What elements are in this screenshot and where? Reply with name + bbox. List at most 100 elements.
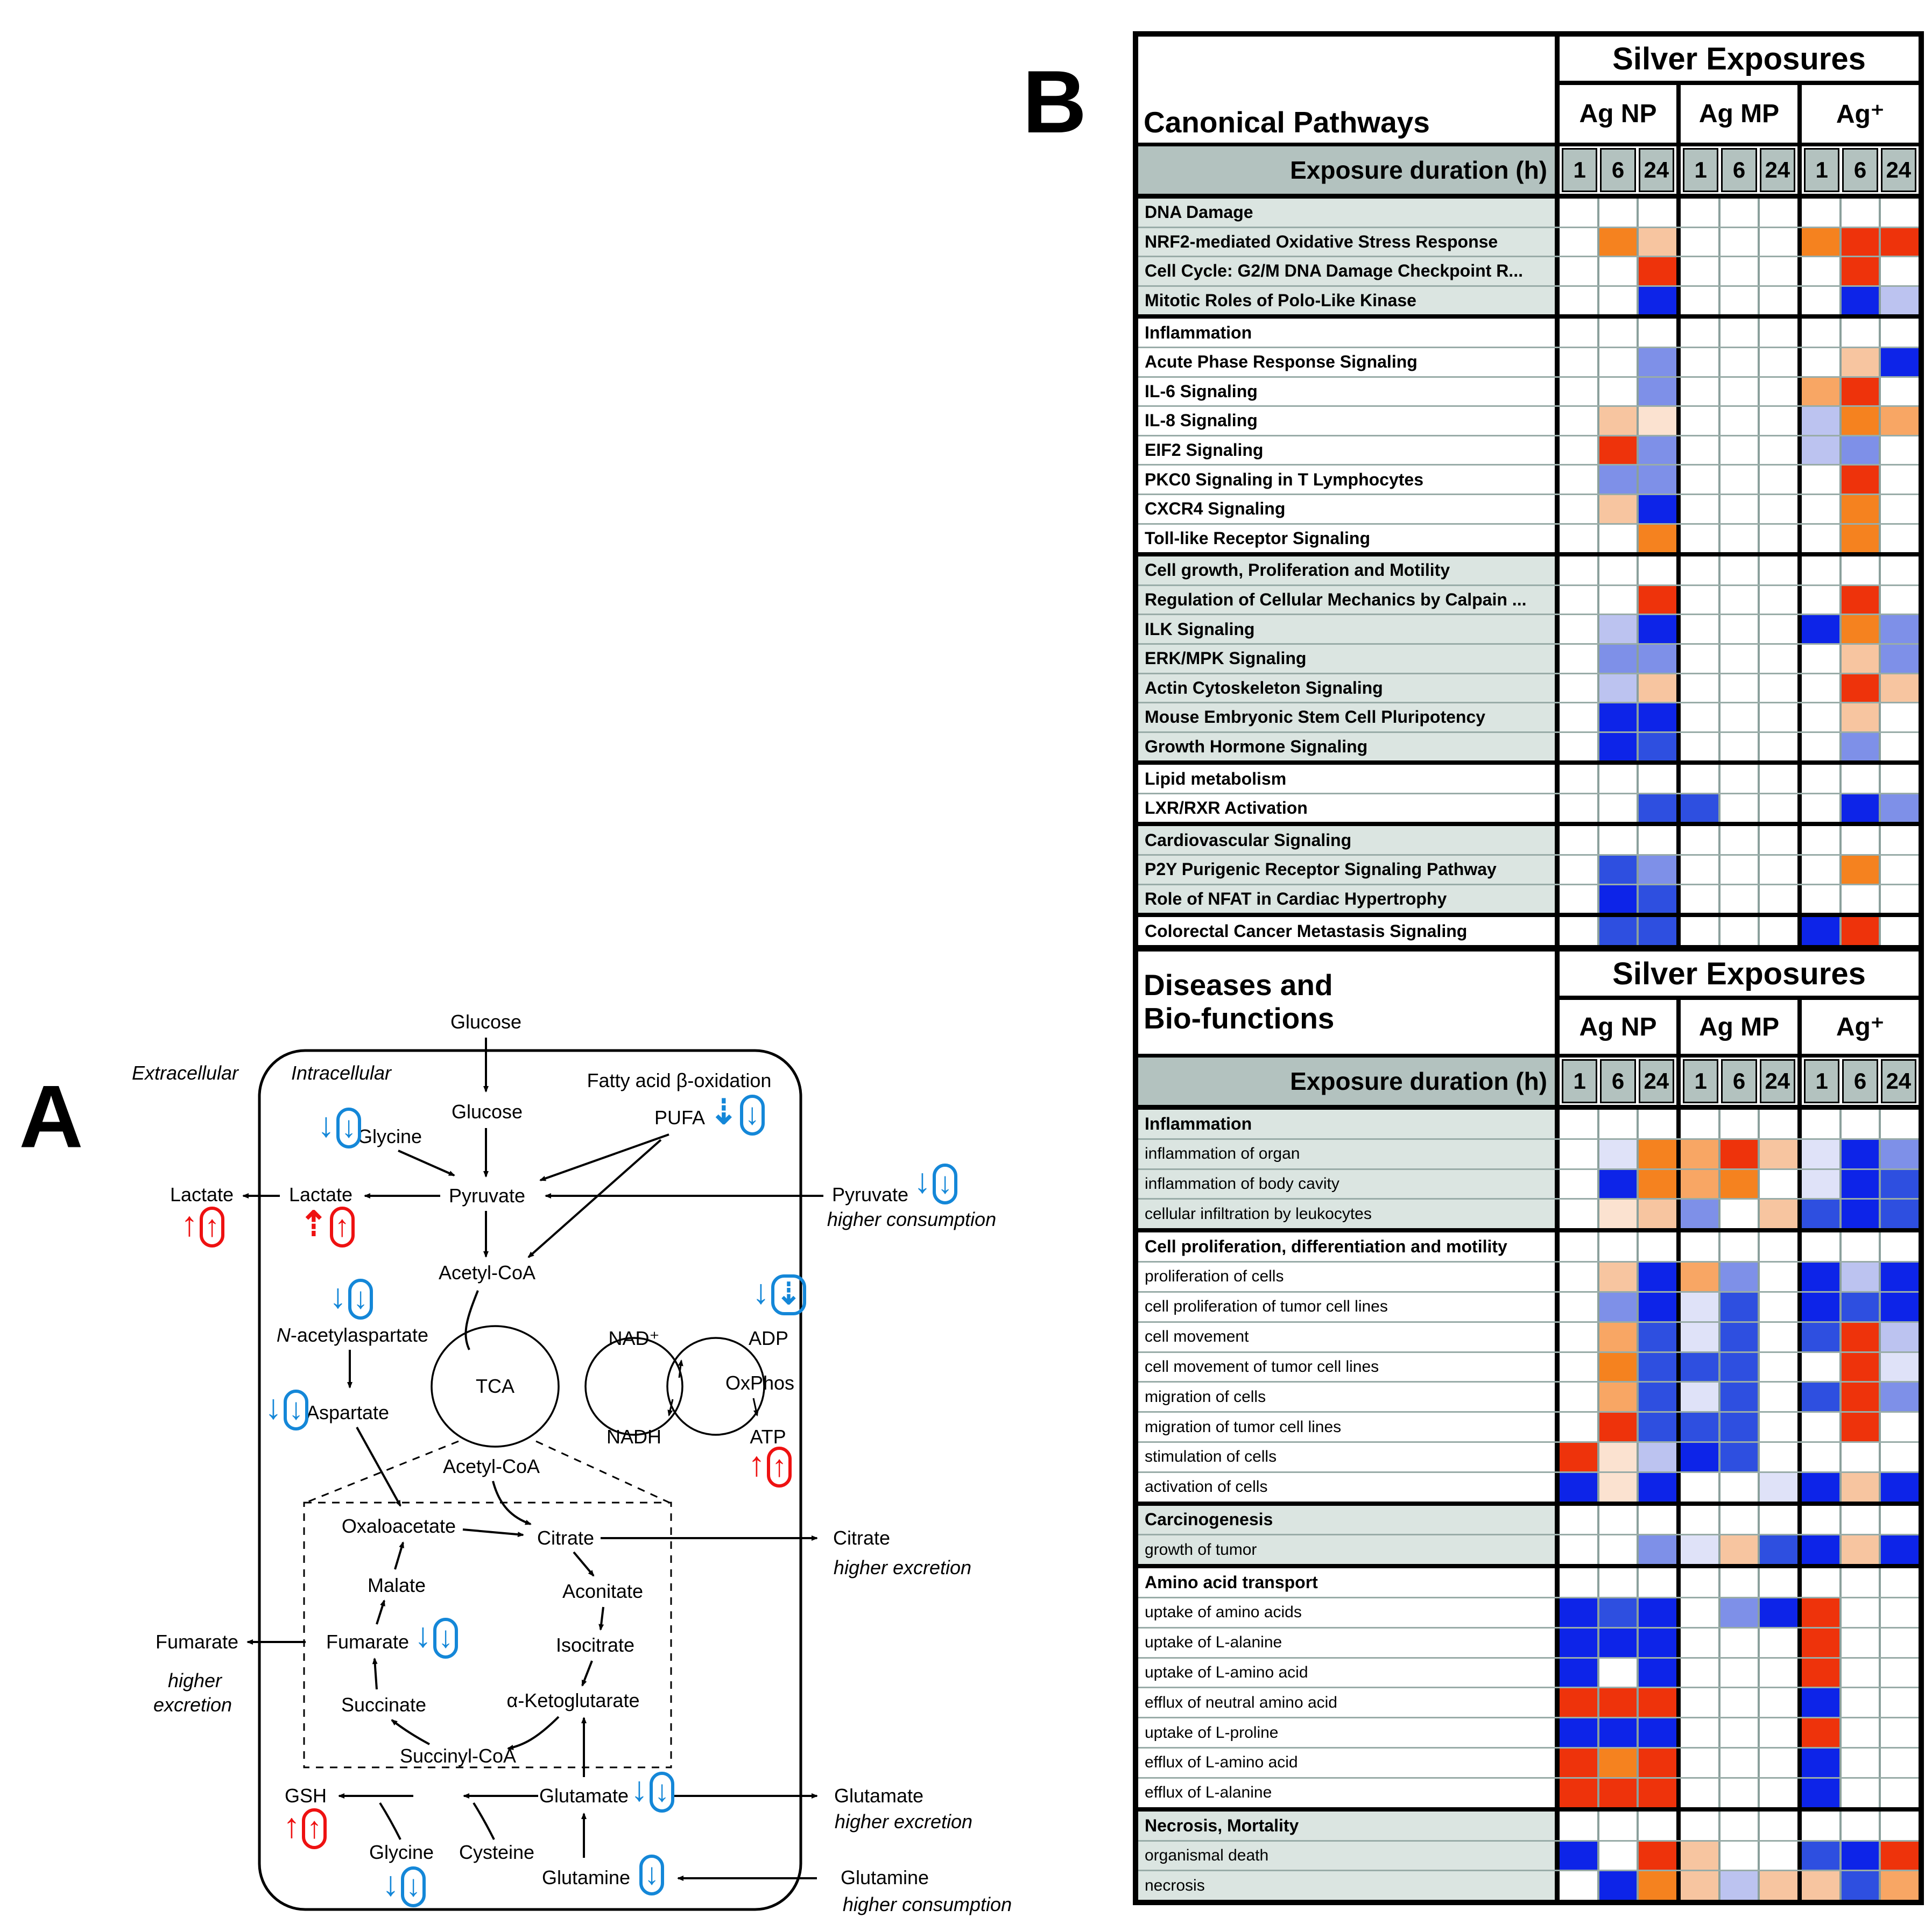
heatmap-cell xyxy=(1560,556,1597,584)
heatmap-cell xyxy=(1802,1871,1839,1900)
heatmap-cell xyxy=(1718,1352,1758,1382)
exposure-duration-label-1: Exposure duration (h) xyxy=(1138,146,1560,194)
heatmap-cell xyxy=(1718,826,1758,855)
row-label: stimulation of cells xyxy=(1138,1442,1560,1471)
cell-group xyxy=(1676,644,1798,673)
heatmap-cell xyxy=(1681,1841,1718,1870)
heatmap-cell xyxy=(1637,586,1677,614)
heatmap-cell xyxy=(1560,765,1597,793)
cell-group xyxy=(1560,1658,1677,1687)
heatmap-cell xyxy=(1560,1568,1597,1597)
heatmap-cell xyxy=(1560,524,1597,553)
heatmap-cell xyxy=(1637,765,1677,793)
heatmap-cell xyxy=(1637,1778,1677,1807)
cell-group xyxy=(1797,1811,1919,1840)
heatmap-cell xyxy=(1560,1139,1597,1168)
cell-group xyxy=(1676,1263,1798,1291)
heatmap-cell xyxy=(1637,1718,1677,1747)
curve-cysteine-join xyxy=(473,1802,495,1840)
oxphos-cycle-circle xyxy=(666,1337,765,1436)
duration-6h: 6 xyxy=(1600,1059,1636,1103)
heatmap-cell xyxy=(1560,732,1597,761)
heatmap-cell xyxy=(1839,1688,1879,1717)
pathway-row: Cell Cycle: G2/M DNA Damage Checkpoint R… xyxy=(1138,256,1919,285)
cell-group xyxy=(1797,556,1919,584)
pathway-row: LXR/RXR Activation xyxy=(1138,792,1919,822)
heatmap-cell xyxy=(1718,199,1758,227)
heatmap-cell xyxy=(1718,703,1758,731)
heatmap-cell xyxy=(1560,495,1597,523)
heatmap-cell xyxy=(1681,199,1718,227)
heatmap-cell xyxy=(1718,1413,1758,1441)
heatmap-cell xyxy=(1839,615,1879,643)
heatmap-cell xyxy=(1718,1232,1758,1261)
heatmap-cell xyxy=(1597,495,1637,523)
heatmap-cell xyxy=(1637,1322,1677,1351)
heatmap-cell xyxy=(1802,228,1839,256)
cell-group xyxy=(1560,495,1677,523)
heatmap-cell xyxy=(1802,1658,1839,1687)
heatmap-cell xyxy=(1718,1139,1758,1168)
row-label: NRF2-mediated Oxidative Stress Response xyxy=(1138,228,1560,256)
heatmap-cell xyxy=(1839,1568,1879,1597)
heatmap-cell xyxy=(1681,1232,1718,1261)
pathway-row: Role of NFAT in Cardiac Hypertrophy xyxy=(1138,883,1919,913)
heatmap-cell xyxy=(1839,286,1879,315)
heatmap-cell xyxy=(1637,1628,1677,1657)
cell-group xyxy=(1797,1841,1919,1870)
heatmap-cell xyxy=(1597,1322,1637,1351)
heatmap-cell xyxy=(1758,495,1798,523)
row-label: Mitotic Roles of Polo-Like Kinase xyxy=(1138,286,1560,315)
duration-6h: 6 xyxy=(1600,148,1636,192)
cell-group xyxy=(1797,348,1919,376)
lactate-extracellular-up-icon: ↑↑ xyxy=(181,1207,224,1248)
cell-group xyxy=(1560,1139,1677,1168)
pathway-row: uptake of L-alanine xyxy=(1138,1626,1919,1657)
heatmap-cell xyxy=(1597,1232,1637,1261)
heatmap-cell xyxy=(1681,615,1718,643)
heatmap-cell xyxy=(1718,1263,1758,1291)
heatmap-cell xyxy=(1758,466,1798,494)
cell-group xyxy=(1560,1535,1677,1564)
cell-group xyxy=(1560,674,1677,702)
heatmap-cell xyxy=(1879,1110,1919,1138)
row-label: Amino acid transport xyxy=(1138,1568,1560,1597)
heatmap-cell xyxy=(1681,319,1718,347)
heatmap-cell xyxy=(1839,1352,1879,1382)
cell-group xyxy=(1797,466,1919,494)
row-label: efflux of neutral amino acid xyxy=(1138,1688,1560,1717)
arrow-aconitate-to-isocitrate xyxy=(598,1606,604,1631)
heatmap-cell xyxy=(1758,1110,1798,1138)
cell-group xyxy=(1797,1200,1919,1229)
table1-header: Canonical Pathways Silver Exposures Ag N… xyxy=(1138,37,1919,143)
heatmap-cell xyxy=(1802,319,1839,347)
cysteine: Cysteine xyxy=(459,1841,535,1863)
cell-group xyxy=(1797,199,1919,227)
heatmap-cell xyxy=(1718,732,1758,761)
panel-b-heatmap: Canonical Pathways Silver Exposures Ag N… xyxy=(1133,31,1924,1905)
arrow-akg-to-succinylcoa xyxy=(507,1716,560,1750)
heatmap-cell xyxy=(1681,586,1718,614)
diseases-biofunctions-table: Diseases and Bio-functions Silver Exposu… xyxy=(1138,945,1919,1900)
row-label: Lipid metabolism xyxy=(1138,765,1560,793)
heatmap-cell xyxy=(1597,1413,1637,1441)
heatmap-cell xyxy=(1802,377,1839,406)
glycine-bottom: Glycine xyxy=(369,1841,434,1863)
cell-group xyxy=(1676,1688,1798,1717)
heatmap-cell xyxy=(1681,732,1718,761)
cell-group xyxy=(1797,856,1919,884)
heatmap-cell xyxy=(1637,1139,1677,1168)
isocitrate: Isocitrate xyxy=(555,1634,635,1656)
cell-group xyxy=(1797,1535,1919,1564)
heatmap-cell xyxy=(1879,732,1919,761)
cell-group xyxy=(1797,1749,1919,1777)
row-label: IL-6 Signaling xyxy=(1138,377,1560,406)
heatmap-cell xyxy=(1802,257,1839,285)
heatmap-cell xyxy=(1879,1749,1919,1777)
heatmap-cell xyxy=(1802,495,1839,523)
heatmap-cell xyxy=(1637,1472,1677,1502)
pathway-row: efflux of L-amino acid xyxy=(1138,1747,1919,1777)
heatmap-cell xyxy=(1879,1505,1919,1534)
